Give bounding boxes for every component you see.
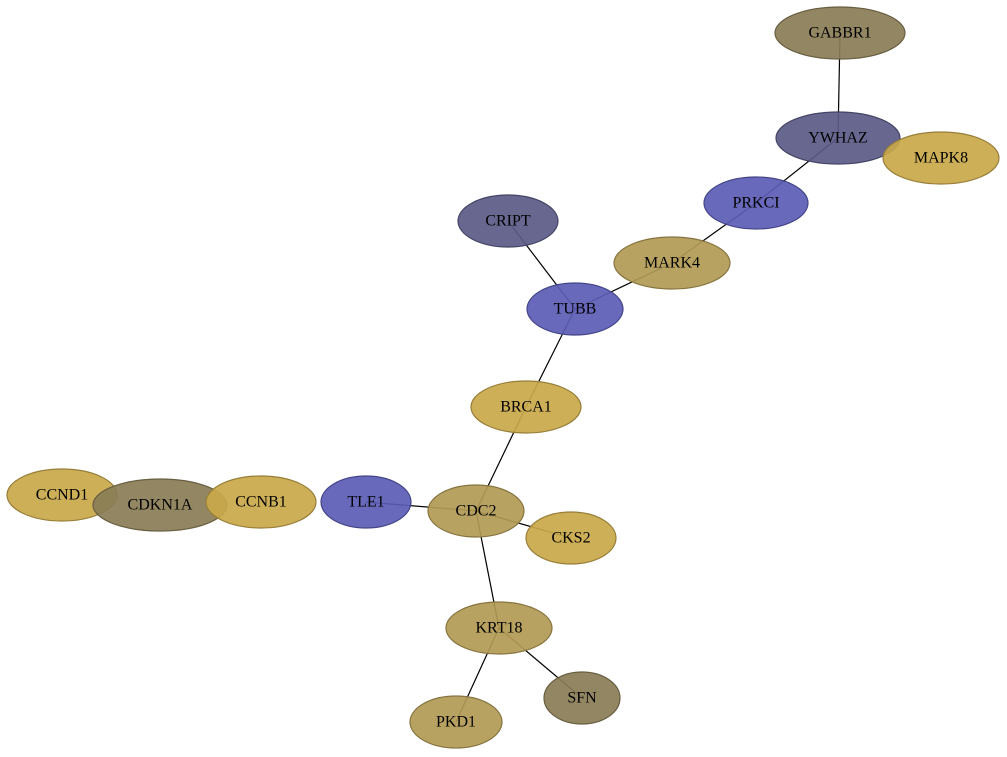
node-pkd1[interactable]: PKD1 [409,695,503,749]
node-label: PKD1 [436,714,476,731]
node-ellipse [703,176,809,230]
node-ellipse [470,380,582,434]
node-label: MAPK8 [914,150,968,167]
node-label: CKS2 [551,530,590,547]
node-label: YWHAZ [808,130,868,147]
node-prkci[interactable]: PRKCI [703,176,809,230]
node-ellipse [882,131,1000,185]
node-ccnd1[interactable]: CCND1 [6,468,118,522]
node-tle1[interactable]: TLE1 [320,475,412,529]
node-label: KRT18 [475,620,522,637]
node-ellipse [320,475,412,529]
node-ellipse [774,6,906,60]
node-sfn[interactable]: SFN [543,671,621,725]
node-brca1[interactable]: BRCA1 [470,380,582,434]
node-label: CRIPT [485,213,531,230]
node-ellipse [526,282,624,336]
node-ywhaz[interactable]: YWHAZ [775,111,901,165]
node-cks2[interactable]: CKS2 [525,511,617,565]
node-gabbr1[interactable]: GABBR1 [774,6,906,60]
node-ellipse [445,601,553,655]
node-label: TUBB [554,301,597,318]
node-label: SFN [567,690,597,707]
node-label: PRKCI [732,195,779,212]
node-cdkn1a[interactable]: CDKN1A [92,478,228,532]
node-label: GABBR1 [808,25,871,42]
node-ellipse [543,671,621,725]
node-ellipse [613,236,731,290]
node-ccnb1[interactable]: CCNB1 [205,475,317,529]
node-ellipse [775,111,901,165]
node-label: CCND1 [36,487,88,504]
edges-layer [365,32,841,723]
node-label: CDKN1A [128,497,193,514]
node-label: MARK4 [644,255,700,272]
node-cript[interactable]: CRIPT [457,194,559,248]
node-mark4[interactable]: MARK4 [613,236,731,290]
node-ellipse [409,695,503,749]
node-ellipse [205,475,317,529]
node-label: CDC2 [456,503,497,520]
node-label: CCNB1 [235,494,287,511]
node-ellipse [427,484,525,538]
node-ellipse [525,511,617,565]
node-ellipse [457,194,559,248]
node-label: BRCA1 [500,399,552,416]
node-krt18[interactable]: KRT18 [445,601,553,655]
node-mapk8[interactable]: MAPK8 [882,131,1000,185]
node-label: TLE1 [347,494,384,511]
node-tubb[interactable]: TUBB [526,282,624,336]
node-cdc2[interactable]: CDC2 [427,484,525,538]
